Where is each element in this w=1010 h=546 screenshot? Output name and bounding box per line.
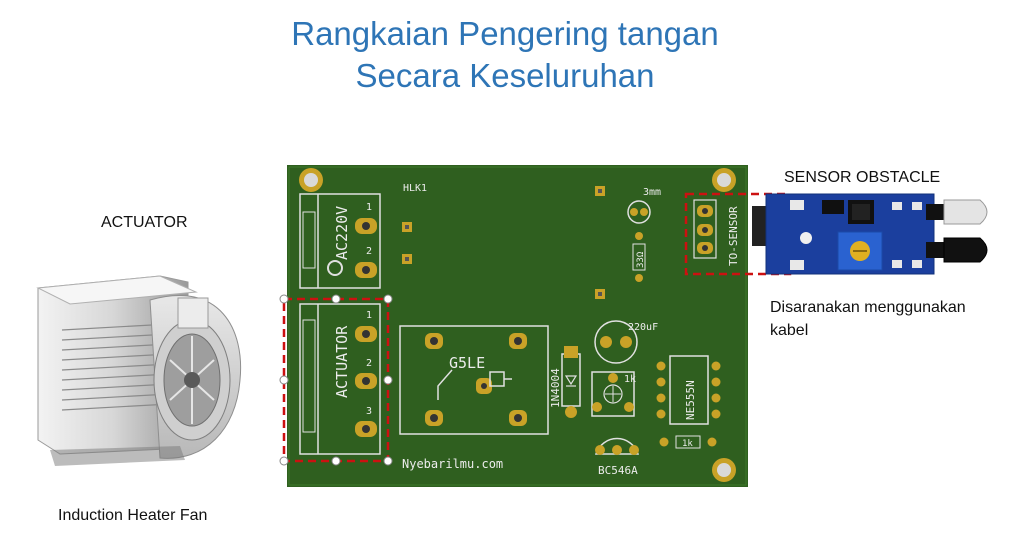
- actuator-terminal: ACTUATOR 1 2 3: [299, 303, 381, 455]
- led-label: 3mm: [643, 187, 661, 198]
- title-line-2: Secara Keseluruhan: [355, 57, 655, 94]
- ac-pin-1: 1: [366, 202, 372, 213]
- cable-note-line-2: kabel: [770, 322, 809, 339]
- led-3mm: 3mm: [627, 187, 661, 224]
- mounting-holes: [299, 168, 736, 482]
- actuator-selection-box: [279, 294, 393, 466]
- resistor-33: 33Ω: [632, 232, 646, 282]
- to-sensor-connector: TO-SENSOR: [693, 199, 740, 266]
- trimmer-1k: 1k: [591, 371, 636, 417]
- act-pin-1: 1: [366, 310, 372, 321]
- trimmer-label: 1k: [624, 374, 636, 385]
- ac-pin-2: 2: [366, 246, 372, 257]
- resistor-1k-b: 1k: [659, 435, 717, 449]
- sensor-module: [752, 193, 988, 275]
- transistor-bc546a: BC546A: [594, 437, 640, 477]
- transistor-label: BC546A: [598, 464, 638, 477]
- resistor-33-label: 33Ω: [636, 251, 646, 268]
- actuator-pcb-text: ACTUATOR: [333, 325, 351, 398]
- to-sensor-label: TO-SENSOR: [727, 206, 740, 266]
- pcb-board: HLK1 AC220V 1 2 ACTUATOR 1 2 3: [279, 165, 792, 487]
- website-label: Nyebarilmu.com: [402, 457, 503, 471]
- fan-caption: Induction Heater Fan: [58, 507, 208, 524]
- relay-g5le: G5LE: [399, 325, 549, 435]
- actuator-label: ACTUATOR: [101, 214, 188, 231]
- relay-label: G5LE: [449, 354, 485, 372]
- sensor-label: SENSOR OBSTACLE: [784, 169, 941, 186]
- diode-1n4004: 1N4004: [549, 346, 581, 418]
- fan-illustration: [36, 275, 242, 466]
- cap-label: 220uF: [628, 322, 658, 333]
- ic-label: NE555N: [684, 380, 697, 420]
- ac220v-terminal: AC220V 1 2: [299, 193, 381, 289]
- hlk-label: HLK1: [403, 183, 427, 194]
- ac220v-text: AC220V: [333, 206, 351, 260]
- act-pin-3: 3: [366, 406, 372, 417]
- capacitor-220uf: 220uF: [594, 320, 658, 364]
- cable-note-line-1: Disaranakan menggunakan: [770, 299, 966, 316]
- act-pin-2: 2: [366, 358, 372, 369]
- resistor-1k-b-label: 1k: [682, 439, 693, 449]
- ic-ne555n: NE555N: [656, 355, 721, 425]
- diode-label: 1N4004: [549, 368, 562, 408]
- title-line-1: Rangkaian Pengering tangan: [291, 15, 719, 52]
